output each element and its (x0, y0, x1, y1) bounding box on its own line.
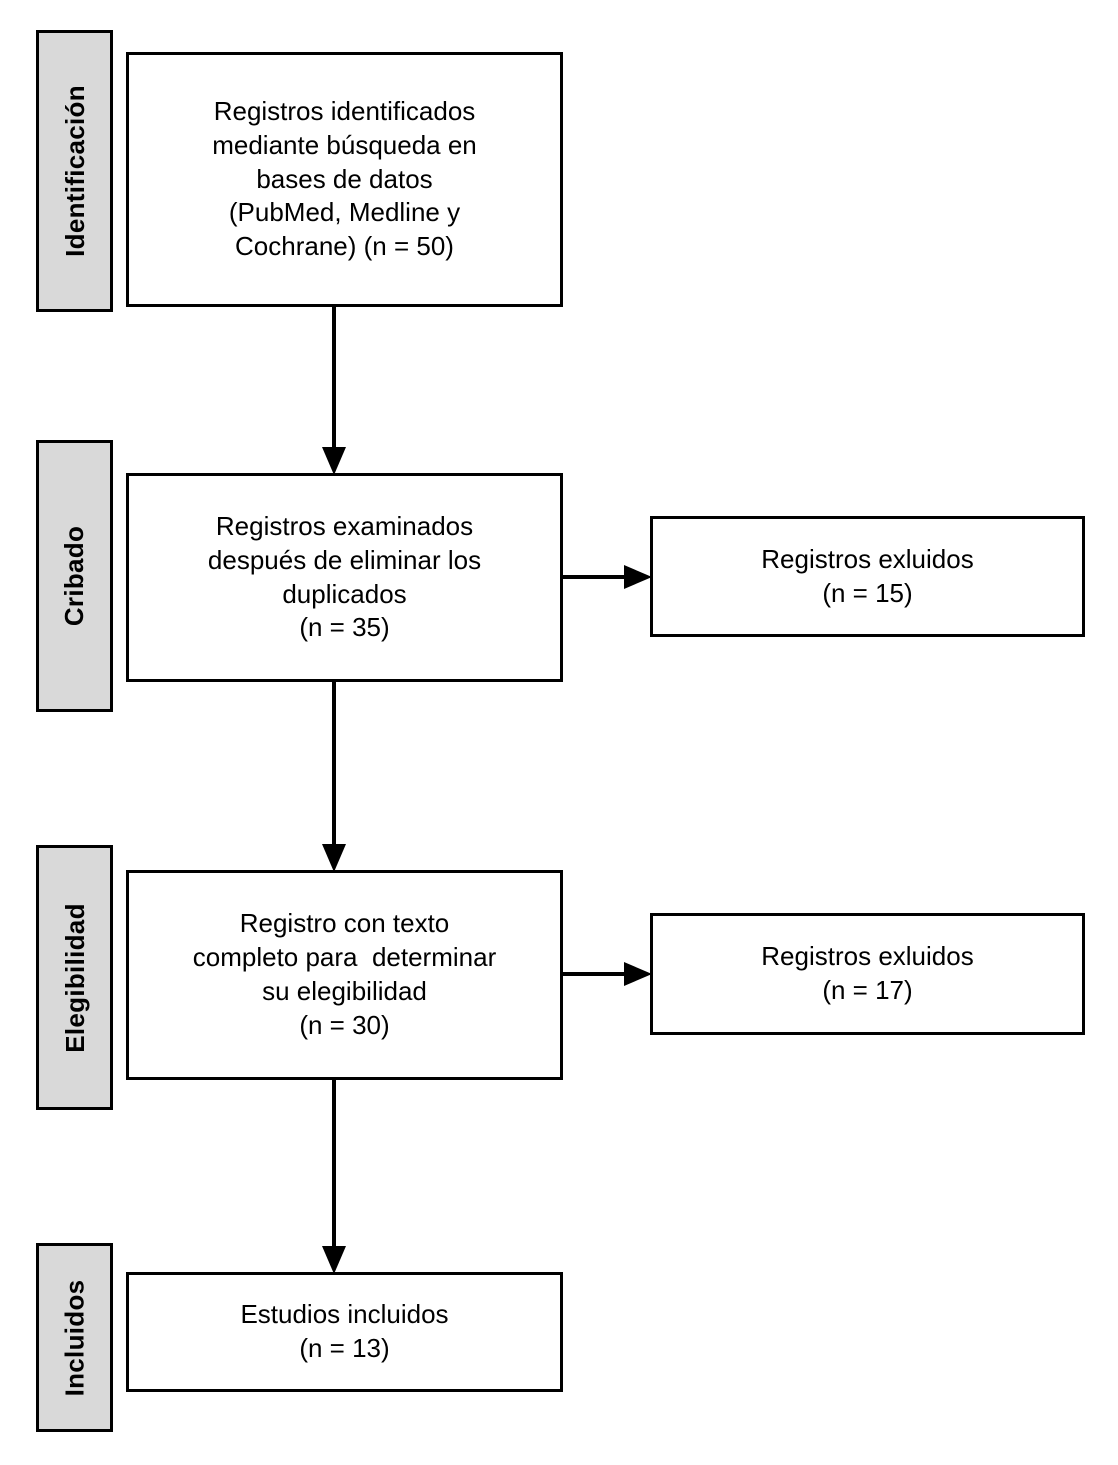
arrow-screening-to-excluded (560, 557, 656, 599)
box-records-identified-line-3: bases de datos (256, 163, 433, 194)
box-records-excluded-screening-line-2: (n = 15) (822, 577, 913, 608)
box-full-text-eligibility-line-4: (n = 30) (299, 1009, 390, 1040)
box-full-text-eligibility-line-1: Registro con texto (239, 908, 450, 939)
box-records-screened-line-3: duplicados (282, 578, 407, 609)
stage-label-elegibilidad: Elegibilidad (59, 902, 90, 1053)
stage-bar-cribado: Cribado (36, 440, 113, 712)
box-studies-included-line-2: (n = 13) (299, 1333, 390, 1363)
box-records-excluded-screening-line-1: Registros exluidos (761, 543, 974, 574)
box-records-excluded-eligibility-line-1: Registros exluidos (761, 941, 974, 972)
box-records-identified: Registros identificados mediante búsqued… (126, 52, 563, 307)
box-full-text-eligibility: Registro con texto completo para determi… (126, 870, 563, 1080)
stage-label-incluidos: Incluidos (59, 1279, 90, 1396)
box-records-screened-line-2: después de eliminar los (207, 544, 482, 575)
box-records-screened-line-4: (n = 35) (299, 612, 390, 643)
box-records-identified-line-4: (PubMed, Medline y (228, 197, 461, 228)
box-records-identified-line-2: mediante búsqueda en (212, 129, 477, 160)
arrow-screening-to-eligibility (312, 680, 357, 874)
stage-bar-elegibilidad: Elegibilidad (36, 845, 113, 1110)
stage-bar-incluidos: Incluidos (36, 1243, 113, 1432)
arrow-eligibility-to-included (312, 1078, 357, 1276)
stage-label-identificacion: Identificación (59, 85, 90, 257)
stage-label-cribado: Cribado (59, 525, 90, 627)
box-studies-included: Estudios incluidos (n = 13) (126, 1272, 563, 1392)
box-studies-included-line-1: Estudios incluidos (240, 1299, 449, 1330)
box-records-excluded-screening: Registros exluidos (n = 15) (650, 516, 1085, 637)
box-records-screened-line-1: Registros examinados (215, 510, 474, 541)
box-records-identified-line-5: Cochrane) (n = 50) (235, 231, 454, 262)
stage-bar-identificacion: Identificación (36, 30, 113, 312)
box-records-excluded-eligibility: Registros exluidos (n = 17) (650, 913, 1085, 1035)
box-full-text-eligibility-line-2: completo para determinar (192, 942, 497, 973)
box-records-identified-line-1: Registros identificados (213, 96, 476, 126)
box-full-text-eligibility-line-3: su elegibilidad (262, 976, 427, 1006)
arrow-identification-to-screening (312, 305, 357, 477)
box-records-screened: Registros examinados después de eliminar… (126, 473, 563, 682)
arrow-eligibility-to-excluded (560, 954, 656, 996)
box-records-excluded-eligibility-line-2: (n = 17) (822, 975, 913, 1005)
